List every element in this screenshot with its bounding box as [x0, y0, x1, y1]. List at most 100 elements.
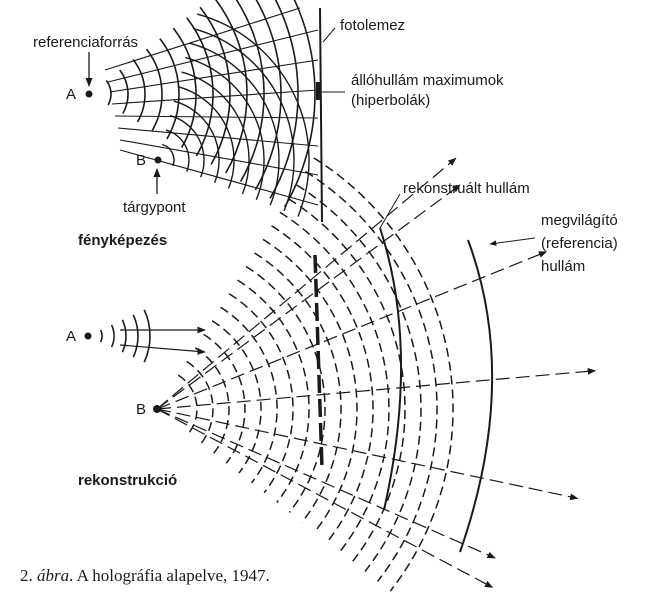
reconstructed-wavefront	[186, 360, 214, 444]
ray-line	[156, 157, 457, 410]
figure-caption: 2. ábra. A holográfia alapelve, 1947.	[20, 566, 270, 586]
reference-wavefront	[186, 17, 214, 157]
illuminating-label-line1: megvilágító	[541, 212, 618, 229]
reconstruction-diagram	[84, 157, 597, 592]
top-point-a-label: A	[66, 86, 77, 103]
reconstructed-wavefront	[237, 279, 310, 504]
reference-wavefronts	[105, 0, 316, 208]
illuminating-wave-front-1	[379, 227, 403, 511]
caption-word: ábra	[37, 566, 70, 585]
reference-wavefront	[214, 0, 248, 174]
reconstruction-section-title: rekonstrukció	[78, 472, 178, 489]
object-wavefront	[193, 27, 295, 212]
reference-wavefront	[199, 6, 231, 165]
reconstructed-wavefront	[203, 333, 246, 464]
object-wavefront	[165, 129, 190, 172]
object-wavefront	[169, 114, 205, 178]
reference-source-label: referenciaforrás	[33, 34, 139, 51]
ray-line	[156, 368, 597, 410]
reference-wavefront	[132, 59, 146, 123]
reconstructed-wavefront	[194, 347, 230, 454]
reference-wavefront	[235, 0, 265, 182]
reference-wavefront	[172, 27, 197, 148]
object-wavefront	[185, 56, 265, 200]
illuminating-wave-leader	[489, 237, 536, 246]
reference-wavefront	[254, 0, 282, 191]
reference-wavefront	[159, 38, 180, 140]
reference-wavefront	[284, 0, 316, 208]
photographic-plate-label: fotolemez	[340, 17, 406, 34]
reference-wavelet	[121, 319, 127, 353]
object-wavefront	[173, 100, 220, 184]
reconstructed-wavefront	[262, 238, 358, 533]
object-wavefront	[177, 85, 235, 189]
hyperbola-line	[109, 59, 319, 93]
photographic-plate	[319, 7, 323, 223]
caption-number: 2.	[20, 566, 33, 585]
maxima-label-line2: (hiperbolák)	[351, 92, 431, 109]
illuminating-label-line3: hullám	[541, 258, 586, 275]
reference-wavelet	[99, 329, 103, 343]
reconstructed-wave-leader	[379, 193, 401, 229]
reconstructed-wave-label: rekonstruált hullám	[403, 180, 530, 197]
object-wavefront	[161, 143, 175, 167]
reference-wavefront	[105, 80, 112, 106]
reference-wavelets	[99, 309, 151, 363]
object-wavefronts	[161, 13, 310, 217]
point-b-dot	[153, 405, 161, 413]
ray-line	[156, 184, 461, 410]
ray-line	[156, 408, 494, 588]
illuminating-wave-front-2	[459, 239, 494, 553]
reconstructed-wavefront	[254, 252, 342, 523]
reconstructed-wavefront	[220, 306, 278, 484]
reconstructed-wavefront	[313, 157, 454, 592]
illuminating-label-line2: (referencia)	[541, 235, 618, 252]
object-wavefront	[181, 71, 250, 195]
hyperbola-line	[117, 127, 319, 147]
ray-line	[119, 344, 206, 355]
hologram-plate	[313, 254, 324, 469]
hyperbola-line	[107, 29, 319, 83]
top-point-b-label: B	[136, 152, 147, 169]
reconstructed-wavefront	[177, 374, 198, 435]
reference-wavelet	[132, 314, 139, 358]
bottom-point-b-label: B	[136, 401, 147, 418]
bottom-point-a-label: A	[66, 328, 77, 345]
reconstructed-wavefronts	[177, 157, 454, 592]
reference-wavefront	[119, 69, 129, 114]
standing-wave-maxima-hyperbolas	[104, 7, 319, 206]
plate-label-leader	[322, 27, 336, 43]
object-point-dot	[154, 156, 162, 164]
ray-line	[156, 408, 496, 559]
ray-line	[156, 251, 548, 410]
reconstructed-wavefront	[305, 170, 438, 582]
reference-wavelet	[143, 309, 151, 363]
hyperbola-line	[119, 149, 319, 206]
reconstructed-wavefront	[211, 320, 262, 474]
hyperbola-line	[104, 7, 301, 71]
caption-text: . A holográfia alapelve, 1947.	[69, 566, 270, 585]
maxima-label-line1: állóhullám maximumok	[351, 72, 504, 89]
ray-line	[156, 408, 579, 501]
reference-wavefront	[145, 48, 163, 131]
reconstructed-wavefront	[279, 211, 390, 553]
ray-lines	[119, 157, 597, 588]
reconstructed-wavefront	[271, 225, 374, 543]
object-wavefront	[189, 42, 280, 206]
object-wavefront	[196, 13, 310, 217]
hyperbola-line	[111, 89, 319, 105]
hyperbola-line	[119, 139, 319, 176]
reference-wavefront	[269, 0, 299, 199]
reconstructed-wavefront	[296, 184, 422, 572]
recording-diagram	[85, 0, 345, 223]
reconstructed-wavefront	[245, 265, 326, 513]
recording-section-title: fényképezés	[78, 232, 168, 249]
reconstructed-wavefront	[228, 293, 294, 494]
hyperbola-line	[114, 115, 319, 119]
reference-point-a-dot	[84, 332, 92, 340]
reference-source-dot	[85, 90, 93, 98]
object-point-label: tárgypont	[123, 199, 186, 216]
reference-wavelet	[110, 324, 115, 348]
